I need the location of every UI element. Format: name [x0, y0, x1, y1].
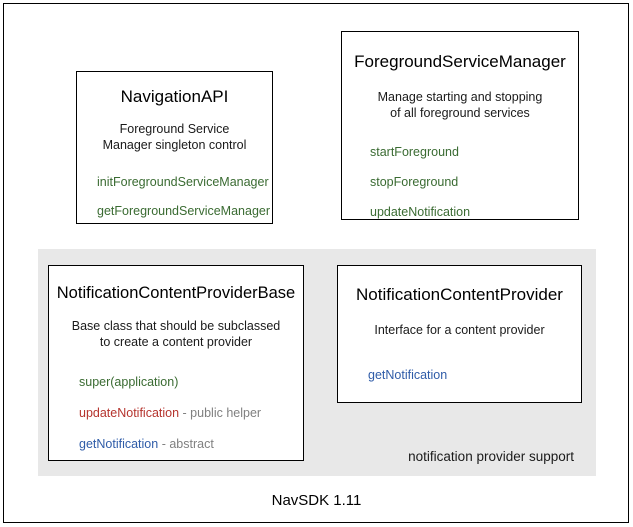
class-member: stopForeground — [370, 175, 568, 190]
class-box-notification-content-provider-base: NotificationContentProviderBase Base cla… — [48, 265, 304, 461]
class-title-foreground-service-manager: ForegroundServiceManager — [354, 52, 566, 71]
class-description-line: Manager singleton control — [102, 137, 247, 152]
class-box-foreground-service-manager: ForegroundServiceManager Manage starting… — [341, 31, 579, 220]
class-member: getNotification — [368, 368, 571, 383]
member-note: - abstract — [158, 436, 214, 451]
class-box-notification-content-provider: NotificationContentProvider Interface fo… — [337, 265, 582, 403]
member-list-notification-content-provider: getNotification — [348, 368, 571, 383]
member-list-navigation-api: initForegroundServiceManager getForegrou… — [87, 175, 270, 219]
class-description-notification-content-provider: Interface for a content provider — [374, 322, 544, 338]
member-name: stopForeground — [370, 175, 459, 190]
class-description-line: Interface for a content provider — [374, 322, 545, 337]
class-member: startForeground — [370, 145, 568, 160]
figure-caption: NavSDK 1.11 — [271, 492, 362, 509]
class-description-foreground-service-manager: Manage starting and stopping of all fore… — [378, 89, 543, 122]
class-description-line: to create a content provider — [99, 335, 253, 350]
class-member: initForegroundServiceManager — [97, 175, 269, 190]
member-name: updateNotification — [370, 205, 471, 220]
class-member: getNotification - abstract — [79, 437, 295, 452]
class-description-line: of all foreground services — [390, 105, 530, 120]
class-member: super(application) — [79, 375, 295, 390]
member-name: updateNotification — [79, 405, 180, 420]
member-name: startForeground — [370, 145, 459, 160]
member-name: super(application) — [79, 374, 179, 389]
class-title-notification-content-provider: NotificationContentProvider — [356, 285, 563, 304]
class-box-navigation-api: NavigationAPI Foreground Service Manager… — [76, 71, 273, 224]
member-note: - public helper — [179, 405, 262, 420]
group-panel-label: notification provider support — [408, 449, 574, 464]
class-title-notification-content-provider-base: NotificationContentProviderBase — [56, 284, 296, 302]
class-description-line: Manage starting and stopping — [377, 89, 543, 104]
member-name: getNotification — [79, 436, 159, 451]
class-member: getForegroundServiceManager — [97, 204, 270, 219]
member-list-foreground-service-manager: startForeground stopForeground updateNot… — [352, 145, 568, 220]
class-description-line: Base class that should be subclassed — [71, 319, 281, 334]
member-name: getForegroundServiceManager — [97, 204, 271, 219]
class-description-line: Foreground Service — [119, 121, 230, 136]
class-member: updateNotification - public helper — [79, 406, 295, 421]
class-member: updateNotification — [370, 205, 568, 220]
member-name: getNotification — [368, 367, 448, 382]
member-list-notification-content-provider-base: super(application) updateNotification - … — [57, 375, 295, 452]
member-name: initForegroundServiceManager — [97, 175, 269, 190]
class-description-notification-content-provider-base: Base class that should be subclassed to … — [72, 318, 280, 351]
class-title-navigation-api: NavigationAPI — [120, 87, 229, 106]
class-description-navigation-api: Foreground Service Manager singleton con… — [103, 121, 247, 154]
